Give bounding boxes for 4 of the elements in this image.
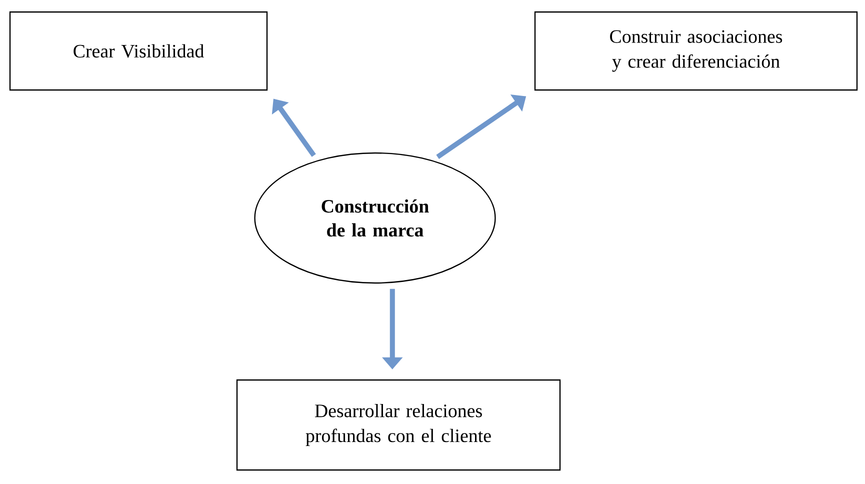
text-box: Construir asociaciones y crear diferenciación bbox=[534, 11, 858, 91]
ellipse-node: Construcción de la marca bbox=[254, 152, 496, 284]
text-box: Desarrollar relaciones profundas con el cliente bbox=[236, 379, 561, 471]
text-box: Crear Visibilidad bbox=[9, 11, 268, 91]
